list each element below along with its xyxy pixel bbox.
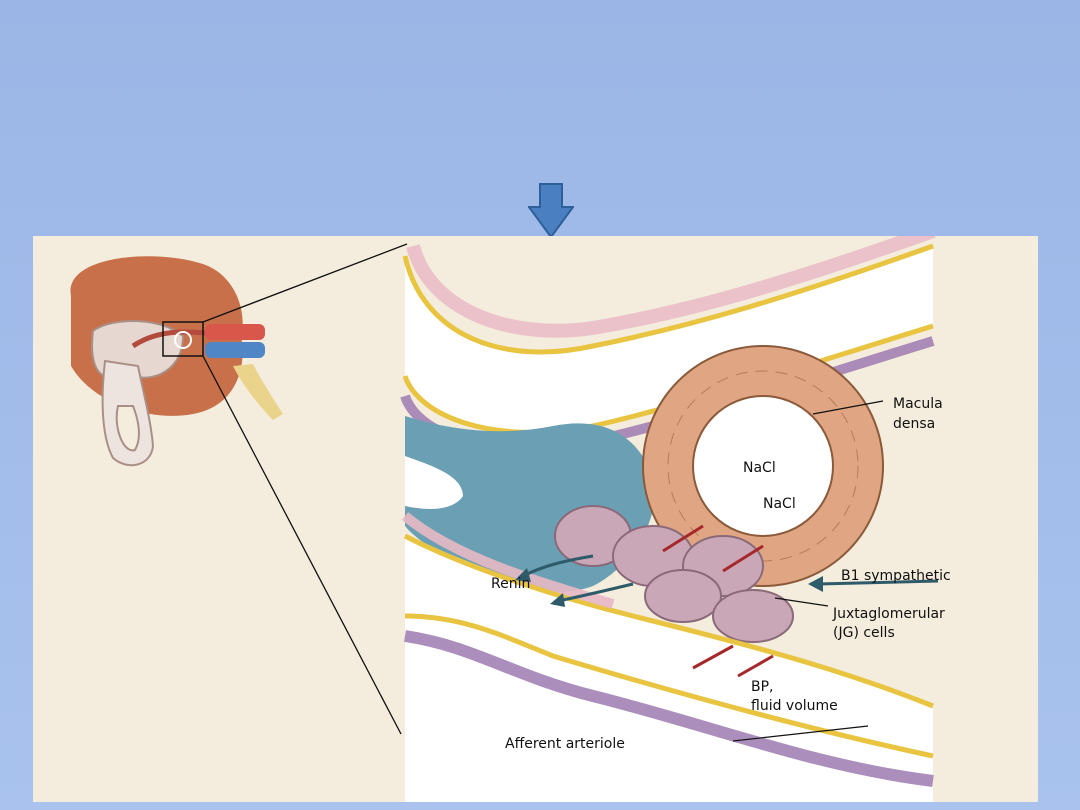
jga-detail [400, 236, 939, 802]
down-arrow-icon [528, 183, 574, 239]
label-jg-1: Juxtaglomerular [832, 606, 945, 622]
kidney-jg-apparatus-figure: Macula densa NaCl NaCl Renin B1 sympathe… [33, 236, 1038, 802]
label-renin: Renin [491, 576, 530, 592]
label-macula-densa-2: densa [893, 416, 935, 432]
label-macula-densa-1: Macula [893, 396, 943, 412]
label-b1-sympathetic: B1 sympathetic [841, 568, 951, 584]
label-bp-1: BP, [751, 679, 774, 695]
label-nacl-2: NaCl [763, 496, 796, 512]
label-nacl-1: NaCl [743, 460, 776, 476]
kidney-thumbnail [70, 256, 283, 467]
label-bp-2: fluid volume [751, 698, 838, 714]
figure-drawing: Macula densa NaCl NaCl Renin B1 sympathe… [70, 236, 951, 802]
label-jg-2: (JG) cells [833, 625, 895, 641]
label-afferent-arteriole: Afferent arteriole [505, 736, 625, 752]
